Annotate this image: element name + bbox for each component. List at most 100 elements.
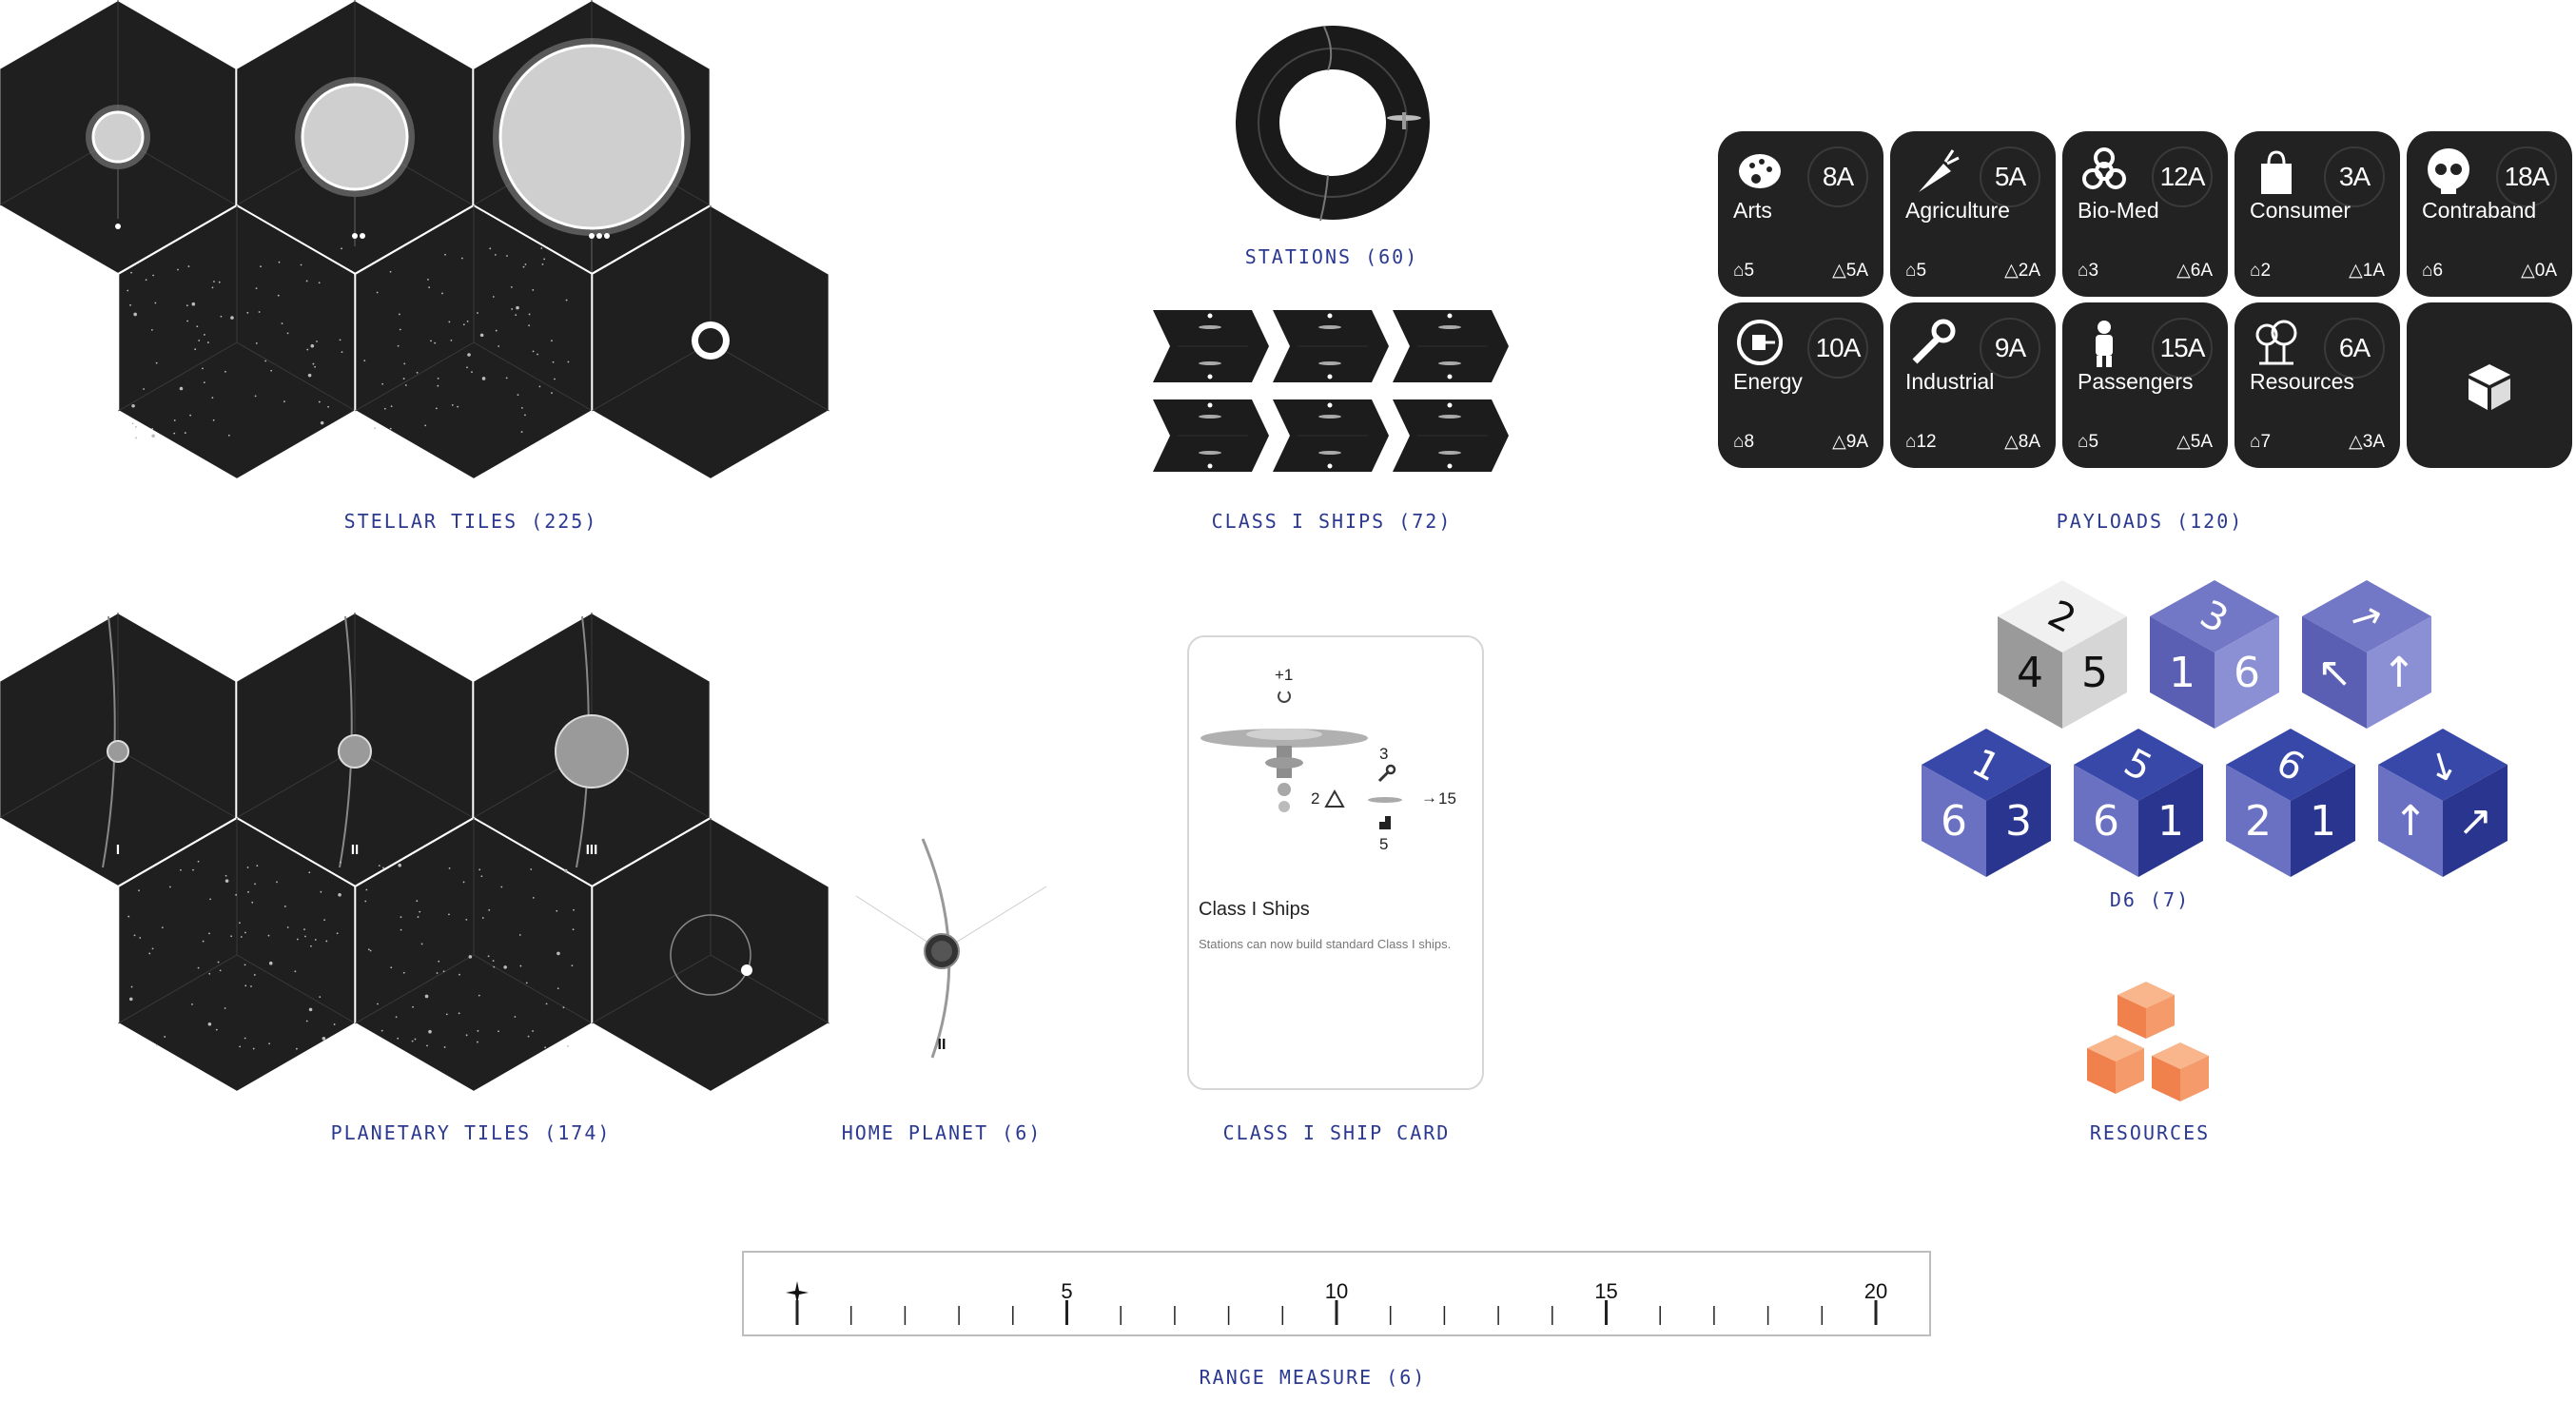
person-icon bbox=[2096, 321, 2113, 367]
die[interactable]: ↘↑↗ bbox=[2378, 729, 2508, 877]
payload-name: Resources bbox=[2250, 369, 2354, 394]
skull-icon bbox=[2428, 148, 2469, 194]
stellar-tile-5[interactable] bbox=[354, 204, 594, 481]
payload-risk: △2A bbox=[2004, 261, 2040, 281]
payload-risk: △0A bbox=[2521, 261, 2557, 281]
class-i-ship-card-caption: CLASS I SHIP CARD bbox=[1222, 1121, 1451, 1144]
die-left-face: 6 bbox=[1941, 797, 1967, 846]
cube-icon bbox=[2469, 364, 2510, 410]
class-i-ship-token[interactable] bbox=[1153, 310, 1269, 382]
die-right-face: 1 bbox=[2157, 797, 2184, 846]
die-left-face: ↑ bbox=[2393, 797, 2429, 846]
class-i-ship-token[interactable] bbox=[1393, 310, 1509, 382]
die[interactable]: ↗↖↑ bbox=[2302, 580, 2431, 729]
stellar-tile-star-3[interactable] bbox=[472, 0, 712, 285]
plug-icon bbox=[1737, 320, 1783, 365]
payload-volume: ⌂6 bbox=[2422, 261, 2444, 281]
payload-name: Energy bbox=[1733, 369, 1803, 394]
biohazard-icon bbox=[2082, 147, 2126, 189]
die-left-face: 2 bbox=[2245, 797, 2272, 846]
planetary-tile-3[interactable]: III bbox=[472, 611, 712, 888]
die-right-face: ↗ bbox=[2458, 797, 2493, 846]
shopping-bag-icon bbox=[2261, 150, 2292, 194]
class-i-ship-token[interactable] bbox=[1393, 399, 1509, 472]
cargo-icon bbox=[1379, 816, 1391, 829]
payload-risk: △5A bbox=[2176, 432, 2213, 452]
class-i-ship-token[interactable] bbox=[1153, 399, 1269, 472]
home-planet-token[interactable] bbox=[828, 829, 1075, 1077]
payload-risk: △3A bbox=[2349, 432, 2385, 452]
stellar-tiles-caption: STELLAR TILES (225) bbox=[343, 510, 598, 533]
stations-caption: STATIONS (60) bbox=[1244, 245, 1419, 268]
ship-icon bbox=[1368, 797, 1402, 803]
class-i-ship-card[interactable]: +1 3 2 → 15 5 Class I Ships Stations can… bbox=[1187, 635, 1484, 1090]
die-right-face: 6 bbox=[2234, 649, 2260, 697]
station-token[interactable] bbox=[1233, 23, 1433, 223]
payload-cost: 5A bbox=[1980, 146, 2040, 207]
resource-cubes bbox=[2087, 982, 2209, 1101]
star-icon bbox=[786, 1281, 809, 1304]
planetary-tile-mark: I bbox=[116, 842, 120, 858]
planetary-tile-5[interactable] bbox=[354, 816, 594, 1094]
home-planet-caption: HOME PLANET (6) bbox=[841, 1121, 1043, 1144]
trees-icon bbox=[2255, 320, 2297, 365]
payload-name: Bio-Med bbox=[2078, 198, 2159, 223]
payload-volume: ⌂5 bbox=[1905, 261, 1927, 281]
card-title: Class I Ships bbox=[1199, 899, 1310, 920]
payload-volume: ⌂2 bbox=[2250, 261, 2272, 281]
payload-risk: △8A bbox=[2004, 432, 2040, 452]
payload-card-back[interactable] bbox=[2407, 302, 2572, 468]
payload-volume: ⌂5 bbox=[2078, 432, 2099, 452]
stellar-tile-6[interactable] bbox=[591, 204, 830, 481]
stellar-tile-star-2[interactable] bbox=[235, 0, 475, 276]
die-right-face: 3 bbox=[2005, 797, 2032, 846]
wrench-icon bbox=[1377, 764, 1396, 783]
card-description: Stations can now build standard Class I … bbox=[1199, 937, 1452, 951]
resource-cube-top[interactable] bbox=[2117, 982, 2175, 1039]
card-stat-cargo: 5 bbox=[1379, 835, 1389, 853]
planetary-tiles-caption: PLANETARY TILES (174) bbox=[330, 1121, 612, 1144]
carrot-icon bbox=[1919, 149, 1960, 192]
resource-cube-right[interactable] bbox=[2152, 1042, 2209, 1101]
die-left-face: 4 bbox=[2017, 649, 2043, 697]
card-stat-top: +1 bbox=[1275, 666, 1294, 684]
class-i-ship-token[interactable] bbox=[1273, 399, 1389, 472]
stellar-tiles bbox=[0, 0, 830, 481]
payload-name: Contraband bbox=[2422, 198, 2537, 223]
payload-risk: △5A bbox=[1832, 261, 1868, 281]
payload-volume: ⌂8 bbox=[1733, 432, 1755, 452]
card-stat-recycle: 2 bbox=[1311, 789, 1320, 808]
recycle-icon bbox=[1324, 789, 1345, 808]
planetary-tile-6[interactable] bbox=[591, 816, 830, 1094]
die-right-face: 1 bbox=[2310, 797, 2336, 846]
payload-cost: 18A bbox=[2496, 146, 2557, 207]
die-right-face: 5 bbox=[2081, 649, 2108, 697]
payload-cost: 8A bbox=[1807, 146, 1868, 207]
palette-icon bbox=[1739, 154, 1781, 188]
wrench-icon bbox=[1912, 319, 1956, 364]
payload-cost: 6A bbox=[2324, 318, 2385, 379]
payload-name: Arts bbox=[1733, 198, 1772, 223]
resource-cube-left[interactable] bbox=[2087, 1035, 2144, 1094]
payload-volume: ⌂3 bbox=[2078, 261, 2099, 281]
planetary-tile-mark: III bbox=[586, 842, 598, 858]
die-left-face: ↖ bbox=[2317, 649, 2352, 697]
class-i-ship-token[interactable] bbox=[1273, 310, 1389, 382]
